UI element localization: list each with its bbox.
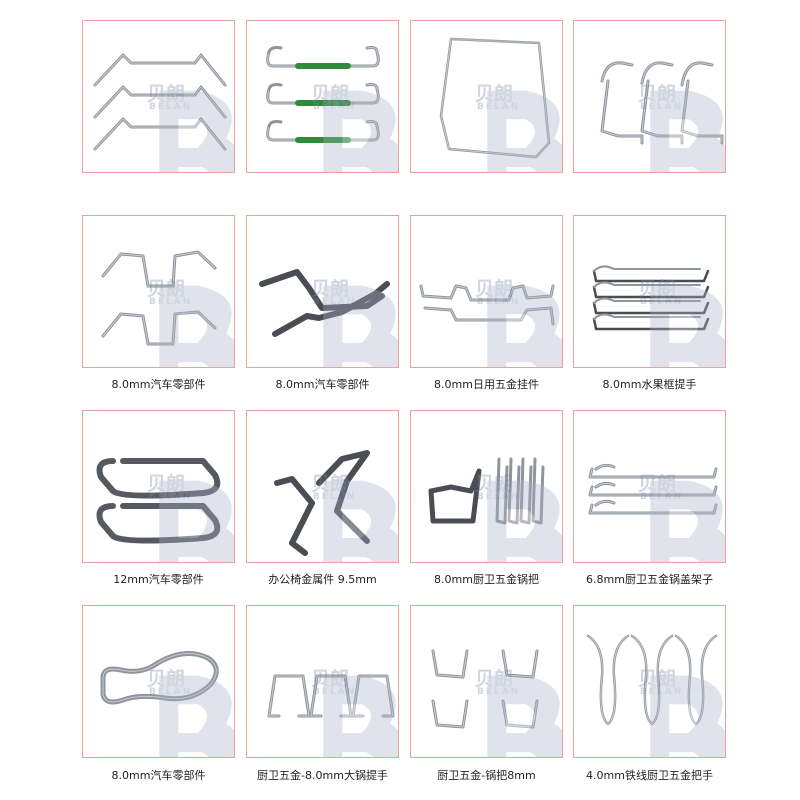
- product-caption: 办公椅金属件 9.5mm: [268, 573, 377, 586]
- product-caption: 8.0mm汽车零部件: [275, 378, 370, 391]
- product-card[interactable]: 贝朗 BELAN: [410, 605, 563, 758]
- product-card[interactable]: 贝朗 BELAN: [246, 410, 399, 563]
- product-caption: 8.0mm汽车零部件: [111, 769, 206, 782]
- product-card[interactable]: 贝朗 BELAN: [573, 20, 726, 173]
- product-card[interactable]: 贝朗 BELAN: [573, 410, 726, 563]
- product-card[interactable]: 贝朗 BELAN: [573, 605, 726, 758]
- product-card[interactable]: 贝朗 BELAN: [410, 215, 563, 368]
- product-caption: 8.0mm水果框提手: [602, 378, 697, 391]
- product-caption: 4.0mm铁线厨卫五金把手: [586, 769, 713, 782]
- product-card[interactable]: 贝朗 BELAN: [573, 215, 726, 368]
- product-card[interactable]: 贝朗 BELAN: [246, 605, 399, 758]
- product-caption: 12mm汽车零部件: [113, 573, 204, 586]
- product-caption: 厨卫五金-8.0mm大锅提手: [257, 769, 388, 782]
- product-card[interactable]: 贝朗 BELAN: [246, 215, 399, 368]
- product-card[interactable]: 贝朗 BELAN: [82, 215, 235, 368]
- product-caption: 6.8mm厨卫五金锅盖架子: [586, 573, 713, 586]
- product-caption: 8.0mm日用五金挂件: [434, 378, 539, 391]
- product-card[interactable]: 贝朗 BELAN: [82, 605, 235, 758]
- product-card[interactable]: 贝朗 BELAN: [82, 410, 235, 563]
- product-card[interactable]: 贝朗 BELAN: [410, 20, 563, 173]
- product-card[interactable]: 贝朗 BELAN: [246, 20, 399, 173]
- product-card[interactable]: 贝朗 BELAN: [410, 410, 563, 563]
- product-card[interactable]: 贝朗 BELAN: [82, 20, 235, 173]
- product-caption: 8.0mm厨卫五金锅把: [434, 573, 539, 586]
- product-caption: 厨卫五金-锅把8mm: [437, 769, 536, 782]
- product-caption: 8.0mm汽车零部件: [111, 378, 206, 391]
